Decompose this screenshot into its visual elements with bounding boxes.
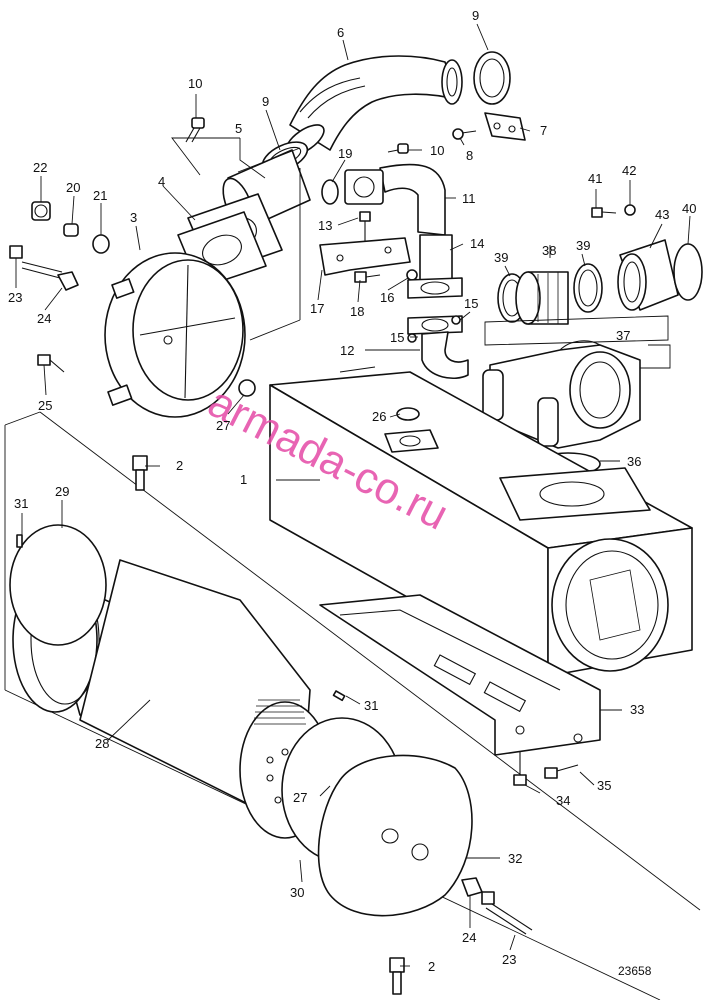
bellows-38 <box>515 271 569 325</box>
callout-26: 26 <box>372 409 386 424</box>
callout-10-left: 10 <box>188 76 202 91</box>
nut-16 <box>406 269 418 281</box>
callout-10-centre: 10 <box>430 143 444 158</box>
callout-2-lower: 2 <box>428 959 435 974</box>
callout-4: 4 <box>158 174 165 189</box>
bolt-41 <box>591 207 617 218</box>
callout-15-left: 15 <box>390 330 404 345</box>
callout-24-left: 24 <box>37 311 51 326</box>
outlet-elbow-37 <box>482 340 641 449</box>
callout-43: 43 <box>655 207 669 222</box>
nut-15-left <box>407 333 417 343</box>
callout-29: 29 <box>55 484 69 499</box>
elbow-pipe-11 <box>321 163 446 236</box>
callout-39-right: 39 <box>576 238 590 253</box>
callout-19: 19 <box>338 146 352 161</box>
nut-15-right <box>451 315 461 325</box>
nipple-2-lower <box>389 957 405 995</box>
callout-5: 5 <box>235 121 242 136</box>
callout-42: 42 <box>622 163 636 178</box>
callout-36: 36 <box>627 454 641 469</box>
bolt-35 <box>544 764 579 779</box>
callout-27-upper: 27 <box>216 418 230 433</box>
nipple-2-upper <box>132 455 148 491</box>
callout-labels: 1 2 2 3 4 5 6 7 8 9 9 10 10 11 12 13 14 … <box>8 8 696 974</box>
bolt-8 <box>452 128 477 140</box>
bracket-17 <box>319 237 411 276</box>
callout-23-left: 23 <box>8 290 22 305</box>
pin-31-lower <box>332 690 346 702</box>
plug-22 <box>31 201 51 221</box>
callout-1: 1 <box>240 472 247 487</box>
washer-24-left <box>57 271 79 291</box>
callout-18: 18 <box>350 304 364 319</box>
callout-33: 33 <box>630 702 644 717</box>
clamp-ring-9-top <box>473 51 511 105</box>
elbow-12 <box>407 315 469 379</box>
callout-17: 17 <box>310 301 324 316</box>
callout-38: 38 <box>542 243 556 258</box>
callout-34: 34 <box>556 793 570 808</box>
o-ring-29 <box>9 524 107 646</box>
flange-housing-3 <box>104 252 246 418</box>
o-ring-27-upper <box>238 379 256 397</box>
end-cover-32 <box>317 754 473 917</box>
callout-13: 13 <box>318 218 332 233</box>
bracket-7 <box>484 112 526 141</box>
callout-41: 41 <box>588 171 602 186</box>
callout-7: 7 <box>540 123 547 138</box>
callout-40: 40 <box>682 201 696 216</box>
callout-31-lower: 31 <box>364 698 378 713</box>
washer-21 <box>92 234 110 254</box>
callout-32: 32 <box>508 851 522 866</box>
washer-42 <box>624 204 636 216</box>
callout-21: 21 <box>93 188 107 203</box>
pin-31-upper <box>16 534 23 548</box>
callout-3: 3 <box>130 210 137 225</box>
callout-23-lower: 23 <box>502 952 516 967</box>
leader-lines <box>15 23 691 967</box>
callout-14: 14 <box>470 236 484 251</box>
callout-22: 22 <box>33 160 47 175</box>
support-bracket-33 <box>319 594 601 756</box>
bolt-25 <box>37 354 65 373</box>
callout-6: 6 <box>337 25 344 40</box>
bolt-10-left <box>185 117 205 143</box>
callout-35: 35 <box>597 778 611 793</box>
callout-11: 11 <box>462 191 476 206</box>
callout-28: 28 <box>95 736 109 751</box>
callout-30: 30 <box>290 885 304 900</box>
o-ring-40 <box>673 243 703 301</box>
callout-31-upper: 31 <box>14 496 28 511</box>
plug-20 <box>63 223 79 237</box>
callout-37: 37 <box>616 328 630 343</box>
callout-24-lower: 24 <box>462 930 476 945</box>
bolt-18 <box>354 271 381 283</box>
seal-ring-19 <box>321 179 339 205</box>
bolt-23-lower <box>481 891 533 935</box>
callout-2-upper: 2 <box>176 458 183 473</box>
callout-15-right: 15 <box>464 296 478 311</box>
seal-ring-39-right <box>573 263 603 313</box>
callout-12: 12 <box>340 343 354 358</box>
drawing-number: 23658 <box>618 964 652 978</box>
callout-8: 8 <box>466 148 473 163</box>
callout-27-lower: 27 <box>293 790 307 805</box>
main-housing-1 <box>269 366 693 677</box>
callout-9-top: 9 <box>472 8 479 23</box>
washer-26 <box>396 407 420 421</box>
callout-16: 16 <box>380 290 394 305</box>
bolt-34 <box>513 752 527 786</box>
bolt-23-left <box>9 245 63 279</box>
callout-39-left: 39 <box>494 250 508 265</box>
callout-25: 25 <box>38 398 52 413</box>
pipe-flange-14 <box>407 234 463 299</box>
callout-20: 20 <box>66 180 80 195</box>
housing-43 <box>617 239 679 311</box>
bolt-10-centre <box>387 143 409 154</box>
washer-24-lower <box>461 877 483 897</box>
callout-9-lower: 9 <box>262 94 269 109</box>
